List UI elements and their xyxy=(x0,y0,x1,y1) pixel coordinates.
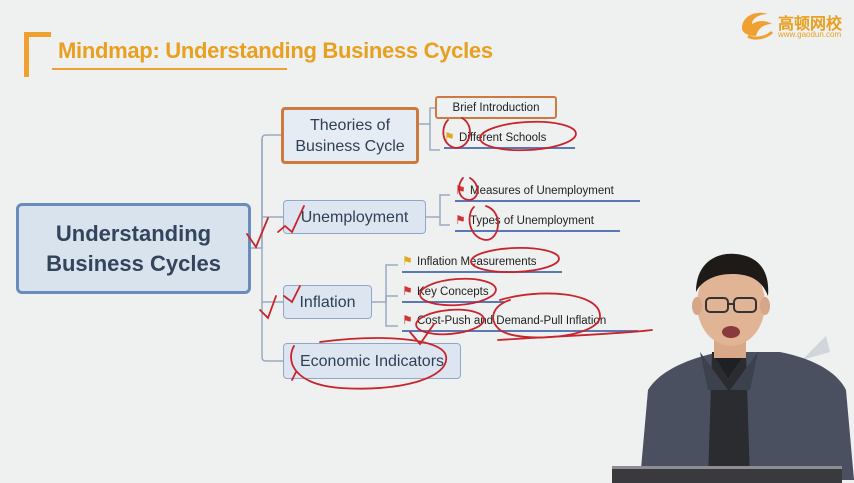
leaf-brief-introduction: Brief Introduction xyxy=(435,96,557,119)
title-bracket xyxy=(24,32,51,77)
flag-icon: ⚑ xyxy=(455,183,466,197)
brand-logo: 高顿网校 www.gaodun.com xyxy=(738,6,850,42)
title-underline xyxy=(52,68,287,70)
leaf-types-unemployment: ⚑Types of Unemployment xyxy=(455,213,620,232)
laptop xyxy=(612,466,842,483)
leaf-inflation-measurements: ⚑Inflation Measurements xyxy=(402,254,562,273)
flag-icon: ⚑ xyxy=(455,213,466,227)
flag-icon: ⚑ xyxy=(402,254,413,268)
logo-text: 高顿网校 xyxy=(778,14,843,33)
root-node: Understanding Business Cycles xyxy=(16,203,251,294)
leaf-measures-unemployment: ⚑Measures of Unemployment xyxy=(455,183,640,202)
branch-theories: Theories of Business Cycle xyxy=(281,107,419,164)
flag-icon: ⚑ xyxy=(402,313,413,327)
presenter-image xyxy=(640,253,854,480)
leaf-key-concepts: ⚑Key Concepts xyxy=(402,284,504,303)
logo-url: www.gaodun.com xyxy=(778,30,842,39)
slide-title: Mindmap: Understanding Business Cycles xyxy=(58,38,493,63)
branch-unemployment: Unemployment xyxy=(283,200,426,234)
flag-icon: ⚑ xyxy=(402,284,413,298)
leaf-cost-push-demand-pull: ⚑Cost-Push and Demand-Pull Inflation xyxy=(402,313,638,332)
branch-economic-indicators: Economic Indicators xyxy=(283,343,461,379)
logo-mark-icon xyxy=(742,12,774,40)
flag-icon: ⚑ xyxy=(444,130,455,144)
